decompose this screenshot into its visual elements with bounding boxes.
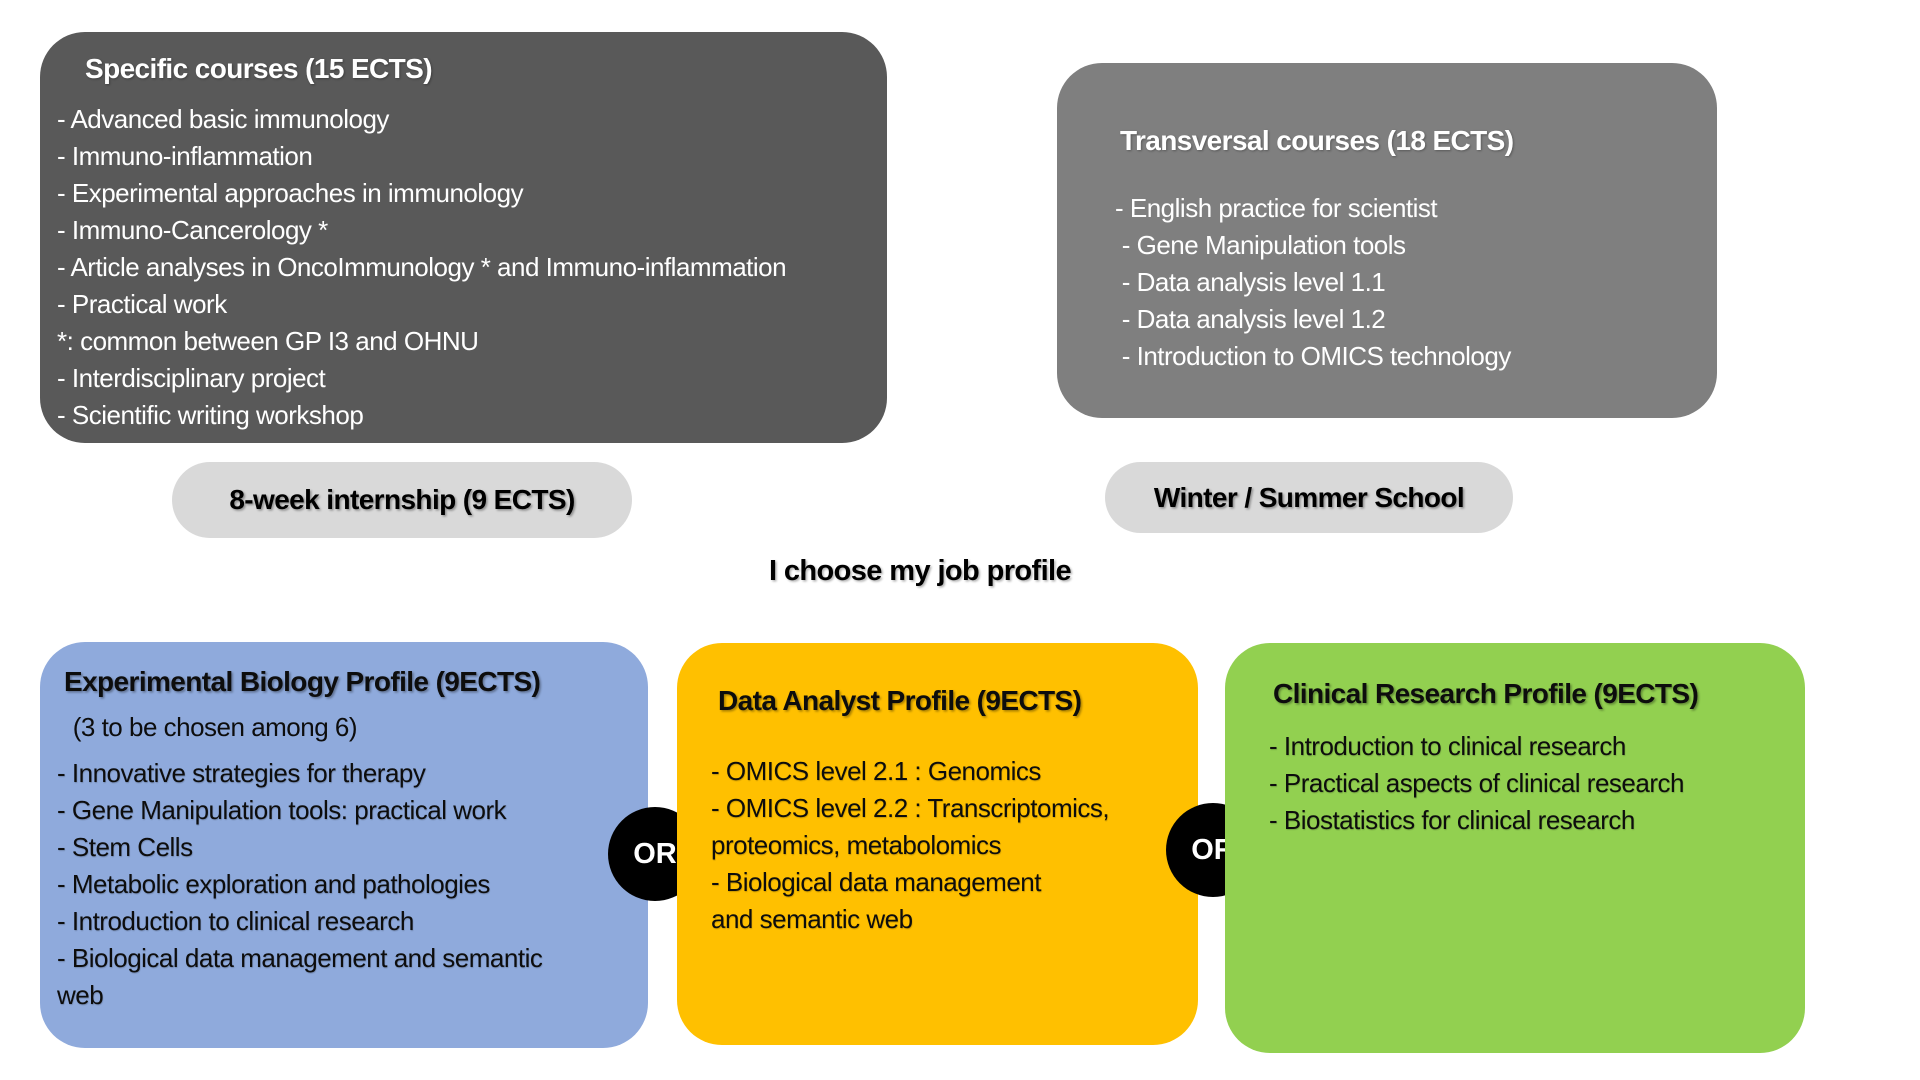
internship-pill: 8-week internship (9 ECTS)	[172, 462, 632, 538]
experimental-biology-profile-title: Experimental Biology Profile (9ECTS)	[64, 666, 541, 697]
list-item: - Introduction to clinical research	[1269, 731, 1626, 761]
list-item: - Metabolic exploration and pathologies	[57, 869, 490, 899]
list-item: web	[57, 980, 104, 1010]
list-item: - Stem Cells	[57, 832, 193, 862]
list-item: - Data analysis level 1.2	[1115, 304, 1386, 334]
winter-summer-school-pill: Winter / Summer School	[1105, 462, 1513, 533]
list-item: - Experimental approaches in immunology	[57, 178, 524, 208]
list-item: - Practical aspects of clinical research	[1269, 768, 1684, 798]
list-item: - English practice for scientist	[1115, 193, 1438, 223]
experimental-biology-profile-subtitle: (3 to be chosen among 6)	[66, 712, 358, 742]
list-item: - Scientific writing workshop	[57, 400, 364, 430]
experimental-biology-profile-list: - Innovative strategies for therapy - Gen…	[57, 755, 648, 1014]
clinical-research-profile-list: - Introduction to clinical research - Pra…	[1269, 728, 1805, 839]
list-item: - Practical work	[57, 289, 227, 319]
data-analyst-profile-list: - OMICS level 2.1 : Genomics - OMICS leve…	[711, 753, 1198, 938]
transversal-courses-box: Transversal courses (18 ECTS) - English …	[1057, 63, 1717, 418]
list-item: - Introduction to OMICS technology	[1115, 341, 1512, 371]
list-item: - OMICS level 2.2 : Transcriptomics,	[711, 793, 1110, 823]
clinical-research-profile-title: Clinical Research Profile (9ECTS)	[1273, 678, 1699, 709]
list-item: - Innovative strategies for therapy	[57, 758, 426, 788]
list-item: - Gene Manipulation tools	[1115, 230, 1406, 260]
specific-courses-box: Specific courses (15 ECTS) - Advanced ba…	[40, 32, 887, 443]
data-analyst-profile-title: Data Analyst Profile (9ECTS)	[718, 685, 1082, 716]
specific-courses-list: - Advanced basic immunology - Immuno-infl…	[57, 101, 887, 434]
list-item: - Advanced basic immunology	[57, 104, 389, 134]
list-item: and semantic web	[711, 904, 913, 934]
choose-job-profile-heading: I choose my job profile	[768, 555, 1072, 587]
list-item: - OMICS level 2.1 : Genomics	[711, 756, 1041, 786]
clinical-research-profile-box: Clinical Research Profile (9ECTS) - Intr…	[1225, 643, 1805, 1053]
list-item: *: common between GP I3 and OHNU	[57, 326, 479, 356]
list-item: - Biostatistics for clinical research	[1269, 805, 1635, 835]
experimental-biology-profile-box: Experimental Biology Profile (9ECTS) (3 …	[40, 642, 648, 1048]
list-item: - Immuno-Cancerology *	[57, 215, 328, 245]
list-item: proteomics, metabolomics	[711, 830, 1002, 860]
list-item: - Introduction to clinical research	[57, 906, 414, 936]
list-item: - Data analysis level 1.1	[1115, 267, 1386, 297]
transversal-courses-list: - English practice for scientist - Gene …	[1115, 190, 1717, 375]
list-item: - Interdisciplinary project	[57, 363, 326, 393]
data-analyst-profile-box: Data Analyst Profile (9ECTS) - OMICS lev…	[677, 643, 1198, 1045]
list-item: - Article analyses in OncoImmunology * a…	[57, 252, 787, 282]
specific-courses-title: Specific courses (15 ECTS)	[85, 53, 433, 84]
transversal-courses-title: Transversal courses (18 ECTS)	[1120, 125, 1514, 156]
list-item: - Biological data management and semanti…	[57, 943, 543, 973]
list-item: - Immuno-inflammation	[57, 141, 313, 171]
list-item: - Biological data management	[711, 867, 1041, 897]
list-item: - Gene Manipulation tools: practical wor…	[57, 795, 507, 825]
